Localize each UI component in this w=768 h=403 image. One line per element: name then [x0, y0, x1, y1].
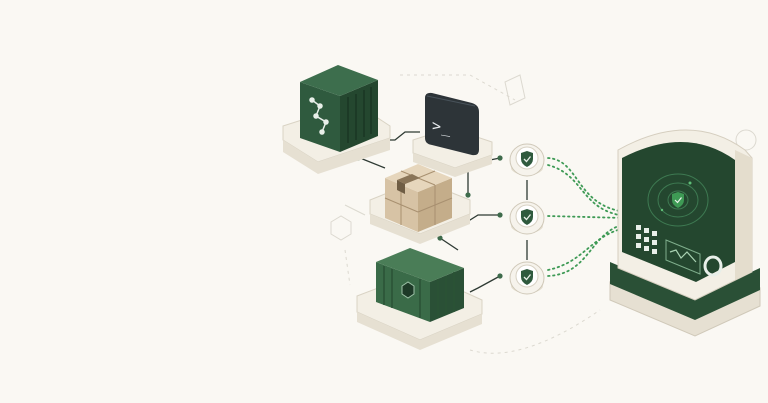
node-graph-icon: [309, 97, 329, 135]
shield-check-icon: [521, 209, 533, 225]
decor-line: [344, 204, 366, 216]
dashboard-gauge: [703, 255, 723, 277]
flow-line-1: [547, 157, 626, 213]
cube-side: [340, 80, 378, 152]
secure-flow-lines: [547, 157, 626, 277]
terminal-screen: [425, 92, 479, 156]
checkpoint-2: [509, 201, 545, 235]
flow-line-2: [547, 215, 626, 219]
flow-line-3b: [547, 227, 626, 271]
package-box-node: [369, 164, 471, 244]
shield-check-icon: [521, 151, 533, 167]
decor-circle: [735, 129, 757, 151]
terminal-prompt-icon: >_: [432, 116, 451, 137]
decor-dashed-curve-2: [344, 249, 351, 286]
cube-ribs: [347, 87, 372, 143]
checkpoint-1: [509, 143, 545, 177]
container-top: [376, 248, 464, 282]
shield-check-icon: [521, 269, 533, 285]
connector-dots: [355, 155, 503, 279]
security-dashboard-node: [609, 129, 761, 337]
background-decorations: [330, 74, 757, 354]
connector-box-container: [439, 237, 459, 251]
dashboard-keypad: [636, 225, 657, 254]
terminal-node: >_: [412, 92, 493, 177]
decor-hexagon: [330, 215, 352, 241]
decor-diamond: [504, 74, 526, 106]
radar-shield-icon: [647, 173, 709, 227]
dashboard-side: [735, 150, 752, 280]
decor-dashed-curve: [469, 309, 601, 354]
package-box-icon: [397, 174, 420, 184]
dashboard-screen: [622, 141, 735, 282]
decor-dashed-outline: [400, 74, 516, 101]
hexagon-badge-icon: [401, 281, 415, 299]
connector-container-check3: [469, 275, 501, 293]
checkpoint-3: [509, 261, 545, 295]
flow-line-3: [547, 223, 626, 277]
flow-line-1b: [547, 164, 626, 217]
shipping-container-node: [356, 248, 483, 350]
connector-graph-box: [359, 157, 386, 169]
graph-module-node: [282, 65, 391, 174]
dashboard-chart-panel: [665, 239, 701, 275]
cube-top: [300, 65, 378, 96]
